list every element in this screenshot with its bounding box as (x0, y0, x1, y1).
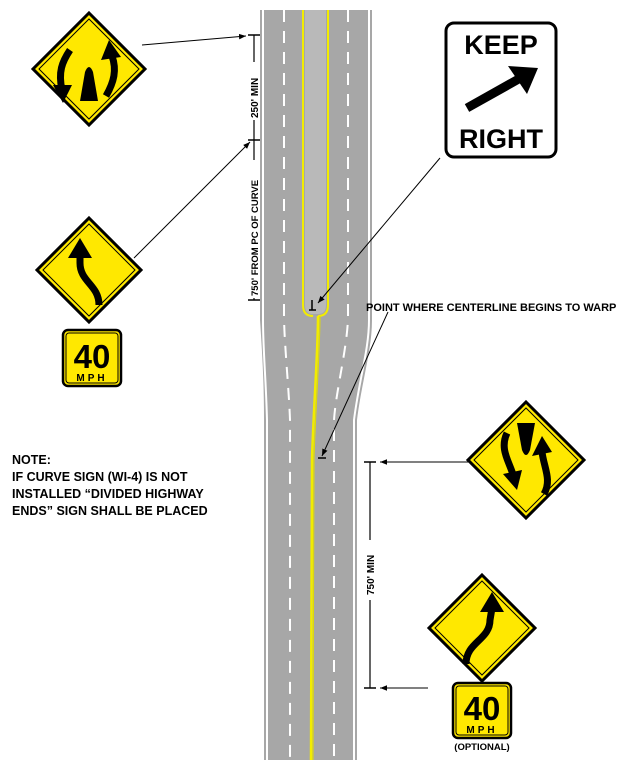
speed-right-unit: MPH (466, 725, 497, 736)
speed-advisory-plaque-left: 40 MPH (61, 328, 123, 388)
warp-point-label: POINT WHERE CENTERLINE BEGINS TO WARP (366, 302, 616, 314)
reverse-curve-right-sign (426, 572, 538, 684)
right-lane-up-arrow-icon-2 (538, 451, 551, 496)
arrow-to-curve-sign-point (133, 141, 251, 259)
left-lane-merge-arrowhead-icon (503, 470, 522, 490)
installation-note: NOTE: IF CURVE SIGN (WI-4) IS NOT INSTAL… (12, 452, 242, 520)
lane-line-right-inner (333, 10, 349, 760)
dimension-250-min: 250' MIN (250, 78, 261, 118)
keep-right-sign: KEEP RIGHT (444, 21, 558, 159)
median-island-icon (80, 67, 98, 101)
note-line-1: IF CURVE SIGN (WI-4) IS NOT (12, 470, 188, 484)
median-island (305, 10, 326, 314)
reverse-curve-left-sign (34, 215, 144, 325)
speed-right-value: 40 (464, 690, 501, 727)
warped-centerline (309, 315, 320, 761)
warped-centerline-shadow (312, 315, 321, 761)
note-line-3: ENDS” SIGN SHALL BE PLACED (12, 504, 208, 518)
keep-right-line2: RIGHT (459, 124, 544, 154)
arrow-to-warp-point (321, 311, 389, 457)
median-ends-icon (517, 423, 535, 455)
arrow-to-median-nose (317, 157, 441, 304)
median-left-yellow-line (302, 10, 314, 317)
diagonal-arrow-icon (464, 72, 527, 112)
dimension-750-from-pc: 750' FROM PC OF CURVE (250, 180, 261, 296)
arrow-to-top-sign-point (141, 33, 247, 46)
left-lane-arrowhead-icon (53, 85, 72, 103)
speed-advisory-plaque-right: 40 MPH (OPTIONAL) (451, 681, 513, 753)
left-dimension: 250' MIN 750' FROM PC OF CURVE (248, 34, 261, 301)
right-lane-arrowhead-icon (101, 40, 121, 60)
note-line-2: INSTALLED “DIVIDED HIGHWAY (12, 487, 204, 501)
median-nose-tick (309, 300, 316, 311)
median-right-yellow-line (317, 10, 329, 317)
diagonal-arrowhead-icon (508, 66, 538, 94)
divided-highway-begins-sign (30, 10, 148, 128)
keep-right-line1: KEEP (464, 30, 538, 60)
right-dimension: 750' MIN (364, 461, 377, 689)
dimension-750-min: 750' MIN (366, 555, 377, 595)
speed-left-unit: MPH (76, 373, 107, 384)
divided-highway-ends-sign (465, 399, 587, 521)
note-title: NOTE: (12, 453, 51, 467)
road-left-edge-line (262, 10, 268, 760)
right-lane-up-arrow-icon (102, 54, 118, 98)
reverse-curve-left-arrowhead-icon (68, 238, 92, 258)
right-lane-up-arrowhead-icon-2 (532, 436, 552, 456)
reverse-curve-right-arrowhead-icon (480, 592, 504, 612)
reverse-curve-right-arrow-icon (462, 607, 496, 665)
leader-arrows (133, 33, 470, 691)
speed-left-value: 40 (74, 338, 111, 375)
reverse-curve-left-arrow-icon (76, 252, 103, 306)
speed-right-optional: (OPTIONAL) (454, 742, 509, 753)
roadway (260, 10, 372, 761)
lane-line-left-outer (283, 10, 291, 760)
